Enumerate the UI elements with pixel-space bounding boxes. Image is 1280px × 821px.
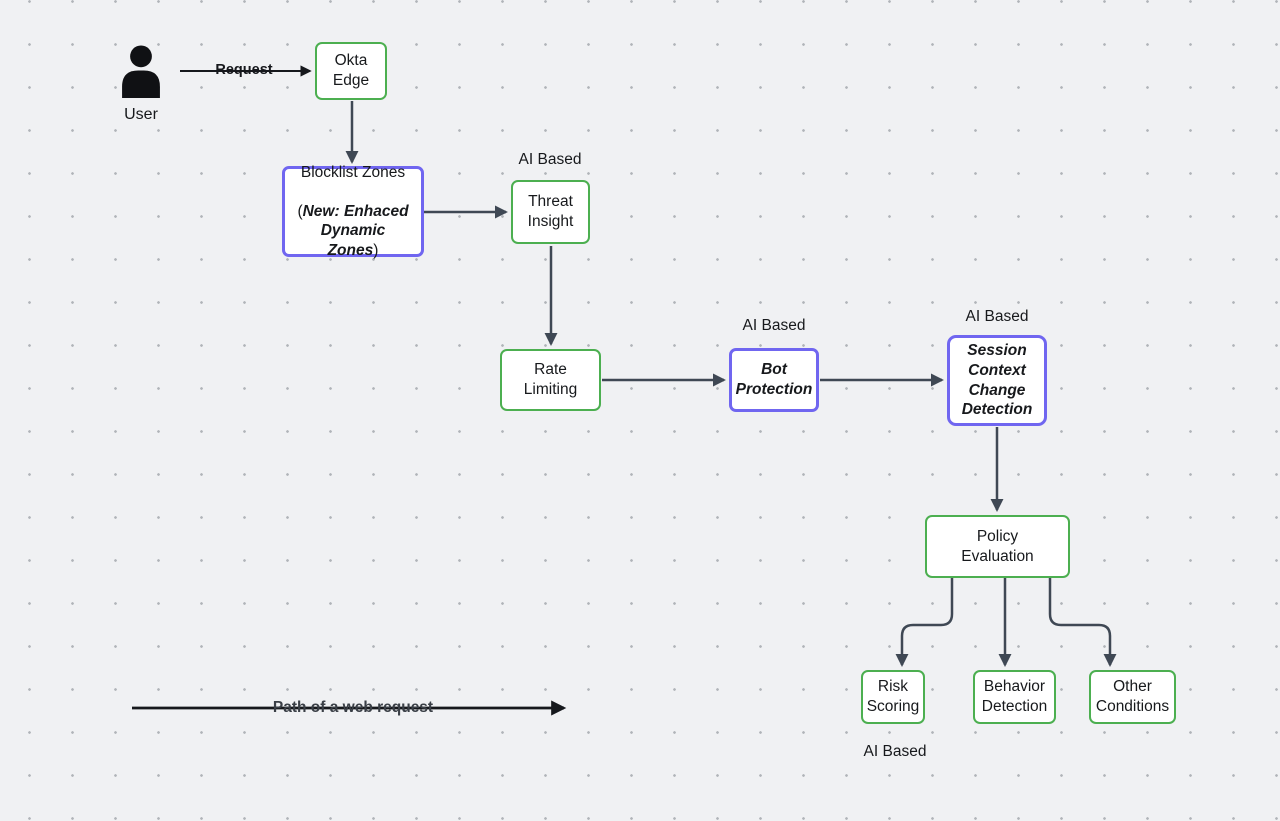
- node-bot-protection[interactable]: Bot Protection: [729, 348, 819, 412]
- blocklist-zones-label: Blocklist Zones (New: Enhaced Dynamic Zo…: [285, 143, 421, 280]
- other-conditions-label: Other Conditions: [1095, 678, 1170, 715]
- node-threat-insight[interactable]: Threat Insight: [511, 180, 590, 244]
- behavior-detection-label: Behavior Detection: [981, 678, 1048, 715]
- node-user[interactable]: User: [112, 45, 170, 124]
- user-label: User: [124, 106, 158, 123]
- node-policy-evaluation[interactable]: Policy Evaluation: [925, 515, 1070, 578]
- session-context-label: Session Context Change Detection: [961, 342, 1033, 419]
- ai-based-badge-risk-scoring: AI Based: [863, 743, 927, 760]
- okta-edge-label: Okta Edge: [332, 52, 370, 89]
- node-okta-edge[interactable]: Okta Edge: [315, 42, 387, 100]
- node-blocklist-zones[interactable]: Blocklist Zones (New: Enhaced Dynamic Zo…: [282, 164, 424, 259]
- risk-scoring-label: Risk Scoring: [866, 678, 920, 715]
- ai-based-badge-threat-insight: AI Based: [518, 151, 582, 168]
- node-session-context-change-detection[interactable]: Session Context Change Detection: [947, 335, 1047, 426]
- bot-protection-label: Bot Protection: [735, 361, 813, 398]
- threat-insight-label: Threat Insight: [527, 193, 574, 230]
- ai-based-badge-bot-protection: AI Based: [742, 317, 806, 334]
- rate-limiting-label: Rate Limiting: [523, 361, 578, 398]
- node-other-conditions[interactable]: Other Conditions: [1089, 670, 1176, 724]
- blocklist-zones-subtitle: (New: Enhaced Dynamic Zones): [297, 202, 409, 259]
- node-behavior-detection[interactable]: Behavior Detection: [973, 670, 1056, 724]
- node-rate-limiting[interactable]: Rate Limiting: [500, 349, 601, 411]
- edge-policy-evaluation-to-risk-scoring: [895, 578, 954, 667]
- node-risk-scoring[interactable]: Risk Scoring: [861, 670, 925, 724]
- request-edge-label: Request: [215, 62, 273, 78]
- blocklist-zones-title: Blocklist Zones: [300, 163, 406, 181]
- ai-based-badge-session-context: AI Based: [965, 308, 1029, 325]
- legend-label: Path of a web request: [272, 699, 434, 716]
- user-icon: [122, 45, 160, 98]
- policy-evaluation-label: Policy Evaluation: [961, 527, 1034, 565]
- edge-policy-evaluation-to-other-conditions: [1048, 578, 1117, 667]
